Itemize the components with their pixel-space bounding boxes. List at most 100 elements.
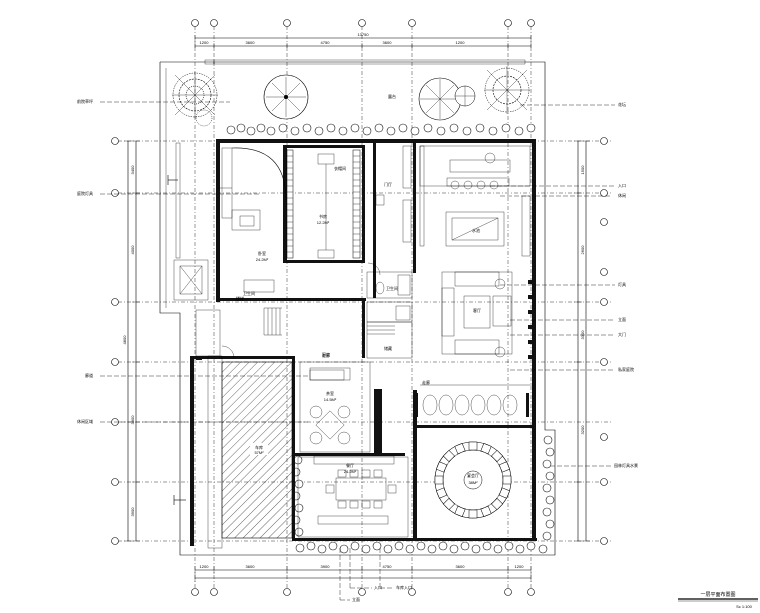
label-foyer: 门厅 <box>384 181 392 187</box>
foyer-area: 门厅 卫生间 储藏 <box>366 145 413 359</box>
bottom-shrub-row <box>291 435 555 554</box>
leader-notes-left: 前院草坪 庭院灯具 廊道 休闲区域 <box>77 98 310 424</box>
dim-right-4: 3200 <box>580 425 585 435</box>
site-boundary <box>159 59 556 556</box>
label-stair: 楼梯 <box>236 295 244 301</box>
dim-right-2: 2600 <box>580 245 585 255</box>
label-study: 书房 <box>319 213 327 219</box>
arched-colonnade <box>415 393 529 417</box>
bedroom-left: 卧室 24.2M² 卫生间 <box>218 147 287 296</box>
dim-left-2: 4000 <box>130 245 135 255</box>
banquet-chair <box>468 509 478 519</box>
label-kitchen: 厨房 <box>322 351 330 357</box>
note-right-8: 园林灯具水景 <box>614 462 638 468</box>
dim-left-3: 4800 <box>122 335 127 345</box>
banquet-chair <box>436 487 448 499</box>
large-tree-left <box>172 72 218 127</box>
label-closet: 衣帽间 <box>334 165 346 171</box>
label-garage: 车库 <box>255 444 263 450</box>
label-living: 客厅 <box>473 307 481 313</box>
label-garage-area: 57M² <box>254 450 264 455</box>
label-dining-area: 24.2M² <box>344 469 357 474</box>
banquet-chair <box>442 498 455 511</box>
banquet-chair <box>502 475 512 485</box>
banquet-chair <box>480 443 492 455</box>
dim-top-total: 13750 <box>357 32 369 37</box>
large-tree-right <box>484 66 530 114</box>
note-right-5: 立面 <box>618 316 626 322</box>
dim-top-1: 1200 <box>200 40 210 45</box>
note-bottom-3: 车库入口 <box>396 584 412 590</box>
label-utility: 储藏 <box>384 345 392 351</box>
note-left-3: 廊道 <box>85 372 93 378</box>
dim-top-4: 3600 <box>383 40 393 45</box>
living-room: 水池 客厅 走廊 <box>419 145 532 386</box>
drawing-title: 一层平面布置图 <box>700 591 735 598</box>
dim-left-5: 3900 <box>130 507 135 517</box>
dim-bottom-1: 1200 <box>200 564 210 569</box>
dim-left-1: 3400 <box>130 165 135 175</box>
banquet-chair <box>442 449 455 462</box>
note-left-4: 休闲区域 <box>77 418 93 424</box>
staircase: 楼梯 厨房 <box>173 259 345 381</box>
label-pool: 水池 <box>472 227 480 233</box>
garden-shrub-row <box>226 123 536 136</box>
left-dimension-chain: 3400 4000 4800 3800 3900 <box>122 140 140 542</box>
garage: 车库 57M² <box>190 355 293 549</box>
banquet-chair <box>498 487 510 499</box>
note-bottom-1: 立面 <box>352 596 360 602</box>
umbrella-left <box>263 74 309 120</box>
note-right-3: 休闲 <box>618 192 626 198</box>
label-tea: 茶室 <box>326 390 334 396</box>
banquet-chair <box>454 505 466 517</box>
right-dimension-chain: 1500 2600 3300 3200 <box>574 140 590 542</box>
dim-bottom-6: 1200 <box>515 564 525 569</box>
top-dimension-chain: 1200 3600 4750 3600 1200 13750 <box>194 32 532 50</box>
banquet-chair <box>434 475 444 485</box>
banquet-chair <box>491 498 504 511</box>
note-right-4: 灯具 <box>618 281 626 287</box>
banquet-hall: 宴会厅 38M² <box>434 441 512 519</box>
top-grid-bubbles <box>191 19 535 596</box>
label-wc: 卫生间 <box>386 285 398 291</box>
dim-right-1: 1500 <box>580 165 585 175</box>
banquet-chair <box>454 443 466 455</box>
banquet-chair <box>491 449 504 462</box>
drawing-scale: Sc 1:100 <box>736 604 753 609</box>
note-left-2: 庭院灯具 <box>77 190 93 196</box>
label-tea-area: 14.5M² <box>324 397 337 402</box>
note-right-7: 私家庭院 <box>618 366 634 372</box>
dim-bottom-5: 3600 <box>456 564 466 569</box>
umbrella-right <box>418 77 476 121</box>
note-right-1: 花坛 <box>618 101 626 107</box>
label-banquet-area: 38M² <box>468 480 478 485</box>
title-block: 一层平面布置图 Sc 1:100 <box>678 591 758 609</box>
label-bedroom-area: 24.2M² <box>256 257 269 262</box>
label-study-area: 12.2M² <box>317 220 330 225</box>
tea-room: 茶室 14.5M² 走廊 <box>299 352 371 453</box>
label-bedroom: 卧室 <box>258 250 266 256</box>
bottom-dimension-chain: 1200 3600 3900 4750 3600 1200 <box>194 564 532 582</box>
label-corridor2: 走廊 <box>322 352 330 358</box>
banquet-chair <box>480 505 492 517</box>
label-bath1: 卫生间 <box>243 290 255 296</box>
banquet-chair <box>498 461 510 473</box>
section-markers <box>167 175 186 505</box>
closet-left: 衣帽间 书房 12.2M² <box>286 149 361 259</box>
dim-top-5: 1200 <box>456 40 466 45</box>
leader-notes-bottom: 立面 入口 车库入口 <box>339 548 412 602</box>
label-dining: 餐厅 <box>346 462 354 468</box>
banquet-chair <box>436 461 448 473</box>
dim-right-3: 3300 <box>580 330 585 340</box>
label-terrace: 露台 <box>388 93 396 99</box>
banquet-chair <box>468 441 478 451</box>
note-bottom-2: 入口 <box>374 585 382 590</box>
side-grid-axes <box>111 137 612 545</box>
dim-top-2: 3600 <box>246 40 256 45</box>
note-right-6: 大门 <box>618 331 626 337</box>
dim-bottom-3: 3900 <box>321 564 331 569</box>
dim-bottom-2: 3600 <box>246 564 256 569</box>
building-walls <box>190 139 537 541</box>
dining-room: 餐厅 24.2M² <box>297 455 409 538</box>
